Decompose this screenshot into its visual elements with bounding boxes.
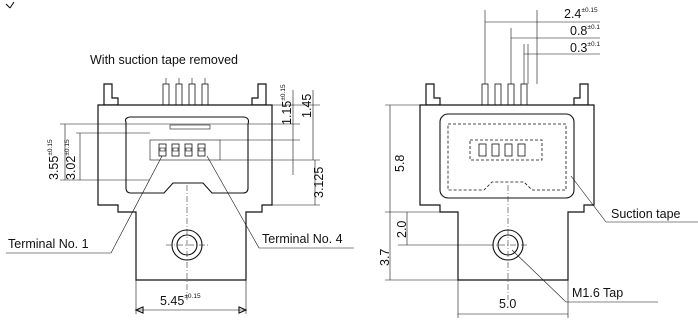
dim-3-125: 3.125: [312, 167, 326, 198]
dim-5-8-text: 5.8: [393, 155, 407, 172]
right-body-outline: [419, 104, 595, 281]
dim-0-3: 0.3±0.1: [570, 41, 600, 55]
left-side-tab-right: [251, 83, 267, 106]
left-dim-right: [220, 90, 320, 206]
right-view: 2.4±0.15 0.8±0.1 0.3±0.1 5.8 2.0 3.7 5.0…: [378, 7, 698, 318]
suction-tape-dashed: [447, 123, 567, 191]
right-side-tab-right: [573, 83, 589, 106]
dim-3-7: 3.7: [378, 249, 392, 266]
right-side-tab-left: [425, 83, 441, 106]
suction-tape-leader: [570, 175, 698, 223]
left-dim-vertical: [60, 123, 300, 181]
terminal-1-label: Terminal No. 1: [8, 237, 89, 251]
right-dim-left: [385, 104, 488, 281]
left-caption: With suction tape removed: [90, 53, 238, 67]
dim-0-8: 0.8±0.1: [570, 24, 600, 38]
dim-1-45: 1.45: [300, 94, 314, 118]
left-side-tab-left: [103, 83, 119, 106]
left-pin-row: [149, 139, 221, 161]
tap-label: M1.6 Tap: [572, 286, 623, 300]
corner-mark: [5, 1, 15, 9]
dim-3-02: 3.02±0.15: [64, 139, 78, 180]
dim-2-0: 2.0: [395, 221, 409, 238]
dim-2-4: 2.4±0.15: [564, 7, 598, 21]
dim-5-45: 5.45±0.15: [160, 293, 201, 308]
right-dim-top: [484, 10, 600, 84]
terminal-4-label: Terminal No. 4: [262, 232, 343, 246]
tap-leader: [511, 249, 658, 303]
suction-tape-label: Suction tape: [611, 207, 681, 221]
dim-1-15: 1.15±0.15: [280, 84, 294, 125]
terminal-1-leader: [6, 155, 163, 254]
right-terminal-leads: [481, 83, 528, 106]
left-cavity-slot: [169, 124, 211, 130]
right-pin-row: [469, 139, 543, 161]
dim-3-55: 3.55±0.15: [47, 139, 61, 180]
dim-5-0: 5.0: [499, 297, 516, 311]
left-terminal-leads: [162, 78, 209, 106]
left-cavity: [124, 116, 250, 194]
terminal-4-leader: [206, 155, 354, 249]
left-view: With suction tape removed: [6, 53, 354, 314]
suction-tape-outer: [439, 113, 575, 199]
